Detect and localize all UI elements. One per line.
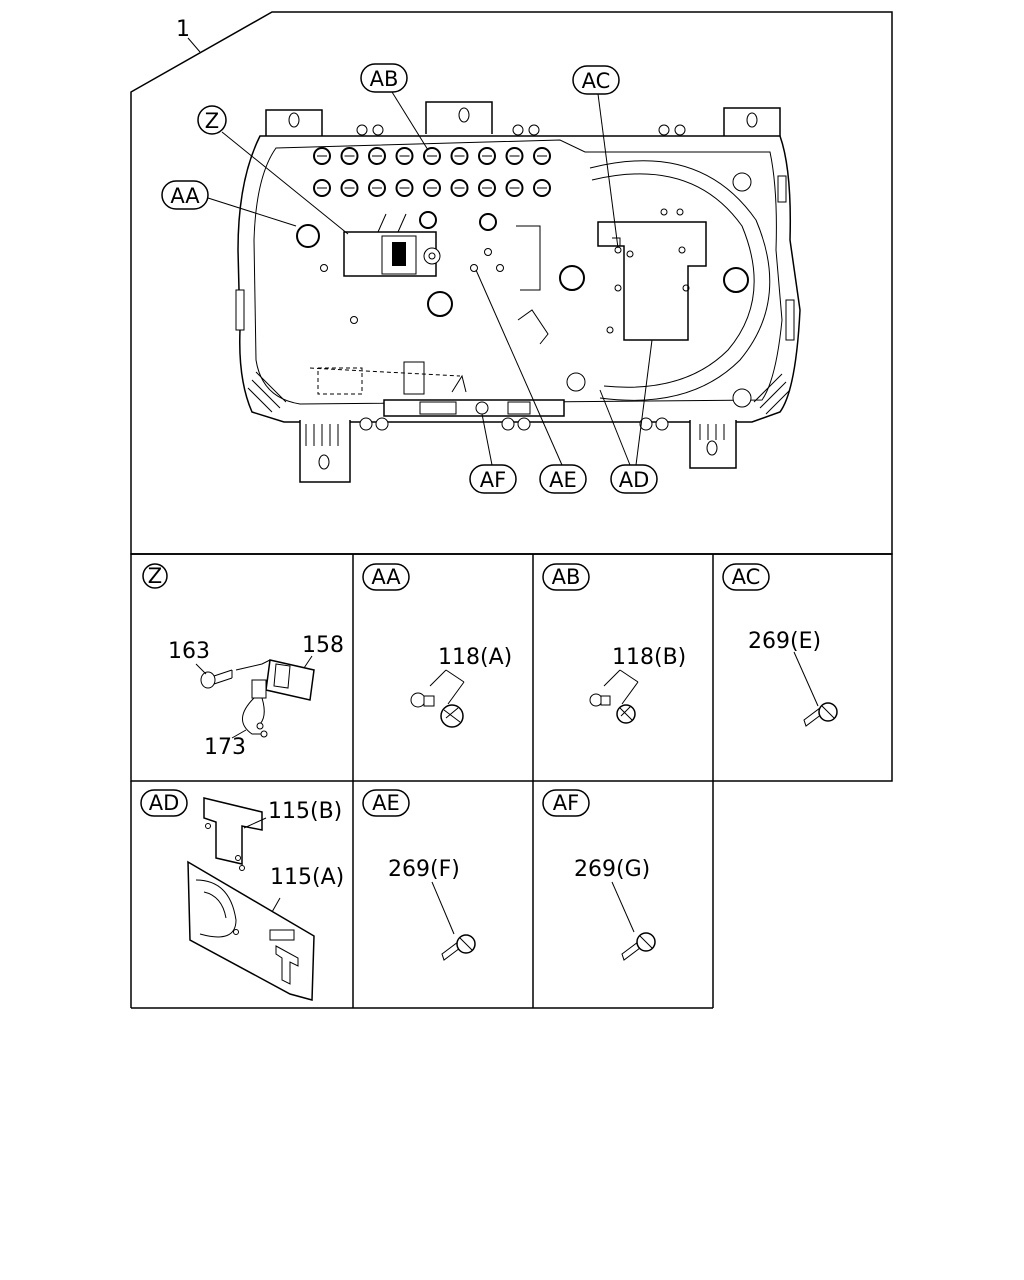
detail-af: AF 269(G)	[542, 789, 656, 961]
svg-text:115(A): 115(A)	[270, 865, 344, 890]
svg-text:269(F): 269(F)	[388, 857, 460, 882]
svg-text:115(B): 115(B)	[268, 799, 342, 824]
svg-text:AD: AD	[619, 468, 650, 492]
callout-aa: AA	[161, 180, 297, 227]
bottom-mount-tab-right	[689, 420, 737, 469]
pcb-115b-icon	[203, 797, 267, 865]
svg-text:AB: AB	[370, 67, 399, 91]
callout-z: Z	[197, 105, 349, 235]
bolt-269g-icon	[621, 932, 656, 961]
detail-ac: AC 269(E)	[722, 563, 838, 727]
instrument-cluster-rear	[235, 101, 801, 483]
svg-text:AF: AF	[480, 468, 506, 492]
svg-text:1: 1	[176, 17, 190, 42]
bulb-socket-rows	[313, 147, 551, 197]
bottom-connector-bar	[309, 361, 565, 417]
housing-ribs-right	[753, 175, 795, 415]
svg-text:269(G): 269(G)	[574, 857, 650, 882]
callout-ac: AC	[572, 65, 620, 249]
svg-text:AE: AE	[549, 468, 577, 492]
svg-text:AE: AE	[372, 791, 400, 815]
top-mount-tab-left	[265, 109, 323, 136]
svg-text:AF: AF	[553, 791, 579, 815]
assembly-ref-label: 1	[176, 17, 201, 53]
svg-text:AA: AA	[371, 565, 401, 589]
svg-text:AA: AA	[170, 184, 200, 208]
detail-aa: AA 118(A)	[362, 563, 512, 728]
center-brackets	[516, 225, 549, 345]
circuit-board	[597, 208, 707, 341]
top-mount-tab-right	[723, 107, 781, 136]
svg-text:AC: AC	[582, 69, 611, 93]
bulb-118b-icon	[589, 669, 639, 724]
harness-173-icon	[231, 679, 268, 739]
svg-text:118(A): 118(A)	[438, 645, 512, 670]
bolt-269f-icon	[441, 934, 476, 961]
svg-text:173: 173	[204, 735, 246, 760]
svg-text:158: 158	[302, 633, 344, 658]
svg-text:AB: AB	[552, 565, 581, 589]
svg-text:AC: AC	[732, 565, 761, 589]
sensor-158-icon	[235, 655, 315, 701]
lower-sockets	[296, 211, 749, 324]
svg-text:118(B): 118(B)	[612, 645, 686, 670]
svg-text:Z: Z	[148, 564, 162, 588]
svg-text:Z: Z	[205, 109, 219, 133]
bottom-mount-tab-left	[299, 420, 351, 483]
screw-163-icon	[195, 663, 233, 689]
top-mount-tab-center	[425, 101, 493, 134]
svg-text:163: 163	[168, 639, 210, 664]
callout-ad: AD	[599, 339, 658, 494]
detail-ae: AE 269(F)	[362, 789, 476, 961]
sensor-module	[343, 213, 441, 277]
callout-af: AF	[469, 413, 517, 494]
housing-screws	[356, 124, 686, 431]
bolt-269e-icon	[803, 702, 838, 727]
detail-z: Z 163 158 173	[142, 563, 344, 760]
pcb-115a-icon	[187, 860, 315, 1001]
detail-ab: AB 118(B)	[542, 563, 686, 724]
detail-grid	[130, 553, 893, 1009]
callout-ab: AB	[360, 63, 429, 151]
callout-ae: AE	[475, 269, 587, 494]
svg-text:269(E): 269(E)	[748, 629, 821, 654]
housing-ribs-left	[235, 289, 287, 413]
gauge-ring	[566, 160, 771, 408]
detail-ad: AD 115(B) 115(A)	[140, 789, 344, 1001]
bulb-118a-icon	[410, 669, 465, 728]
svg-text:AD: AD	[149, 791, 180, 815]
